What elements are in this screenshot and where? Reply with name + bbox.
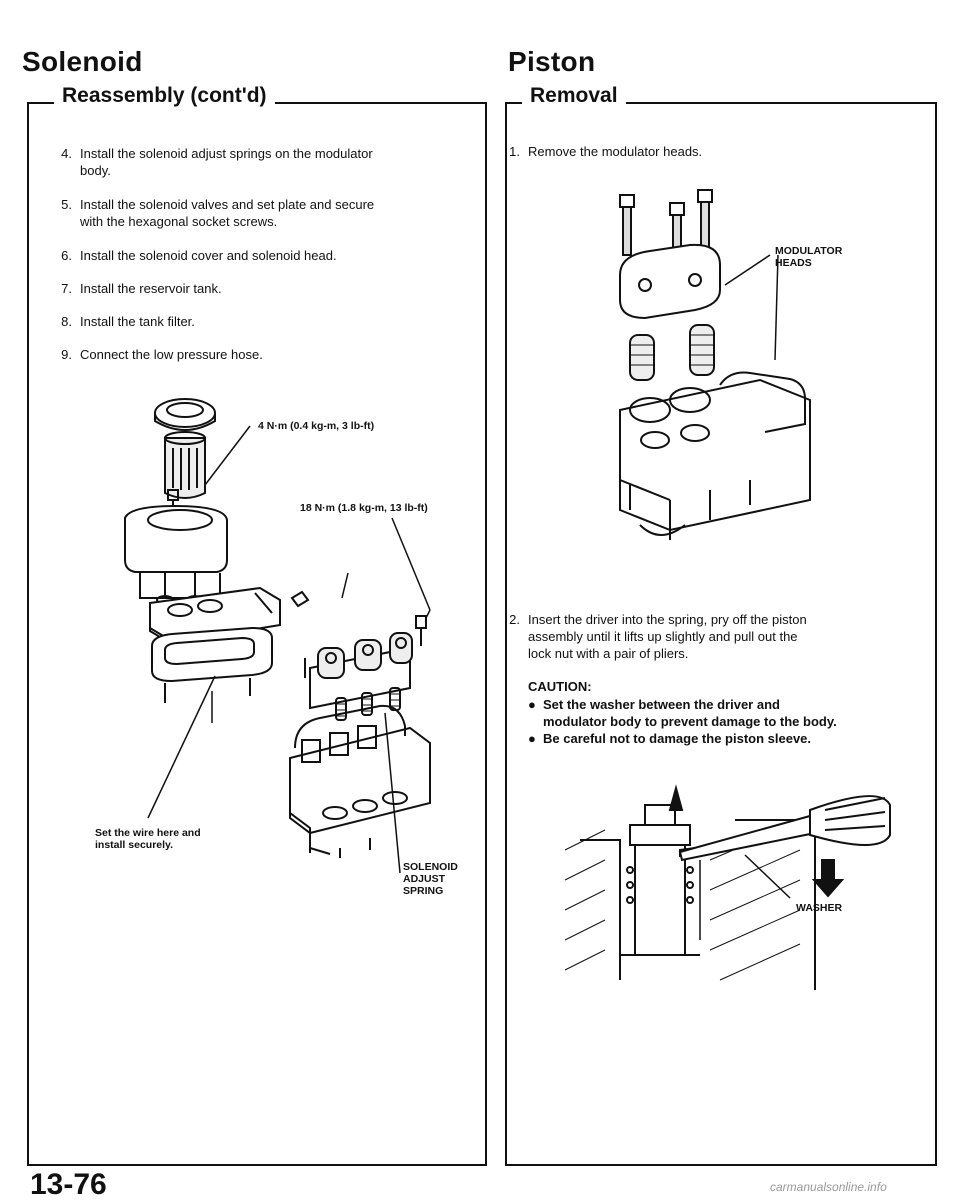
right-frame bbox=[505, 102, 937, 1166]
tank-filter-icon bbox=[164, 431, 206, 499]
modulator-body-icon bbox=[619, 371, 811, 540]
step-8: 8. Install the tank filter. bbox=[61, 314, 195, 329]
reservoir-tank-icon bbox=[124, 504, 228, 605]
bullet-icon: ● bbox=[528, 697, 536, 712]
callout-spring-line3: SPRING bbox=[403, 885, 444, 897]
piston-assembly-icon bbox=[619, 804, 701, 956]
callout-torque-large: 18 N·m (1.8 kg-m, 13 lb-ft) bbox=[300, 502, 428, 514]
modulator-heads-illustration bbox=[619, 189, 811, 540]
step-5: 5. Install the solenoid valves and set p… bbox=[61, 197, 375, 229]
piston-step-1: 1. Remove the modulator heads. bbox=[509, 144, 703, 159]
step-9: 9. Connect the low pressure hose. bbox=[61, 347, 263, 362]
piston-step-2: 2. Insert the driver into the spring, pr… bbox=[509, 612, 807, 661]
callout-wire-line2: install securely. bbox=[95, 839, 174, 851]
step-7: 7. Install the reservoir tank. bbox=[61, 281, 222, 296]
callout-washer: WASHER bbox=[796, 902, 843, 914]
caution-block: CAUTION: ● Set the washer between the dr… bbox=[528, 679, 837, 746]
reservoir-cap-icon bbox=[154, 398, 216, 431]
modulator-head-icon bbox=[619, 243, 721, 320]
callout-heads-line2: HEADS bbox=[775, 257, 812, 269]
page-number: 13-76 bbox=[30, 1168, 107, 1201]
piston-removal-illustration bbox=[564, 784, 891, 990]
modulator-body-icon bbox=[289, 704, 431, 858]
solenoid-reassembly-illustration bbox=[124, 398, 431, 874]
solenoid-valves-icon bbox=[304, 632, 413, 710]
step-6: 6. Install the solenoid cover and soleno… bbox=[61, 248, 337, 263]
right-section-heading: Removal bbox=[522, 84, 626, 108]
springs-icon bbox=[629, 324, 715, 381]
right-page-title: Piston bbox=[508, 46, 596, 77]
solenoid-cover-icon bbox=[151, 626, 273, 703]
left-section-heading: Reassembly (cont'd) bbox=[54, 84, 275, 108]
hexagonal-socket-screw-icon bbox=[415, 615, 427, 646]
callout-heads-line1: MODULATOR bbox=[775, 245, 843, 257]
bullet-icon: ● bbox=[528, 731, 536, 746]
arrow-down-icon bbox=[811, 859, 845, 898]
arrow-up-icon bbox=[668, 784, 684, 811]
callout-spring-line1: SOLENOID bbox=[403, 861, 458, 873]
callout-wire-line1: Set the wire here and bbox=[95, 827, 201, 839]
bolt-icon bbox=[290, 590, 310, 608]
solenoid-adjust-springs-icon bbox=[335, 687, 401, 721]
callout-torque-small: 4 N·m (0.4 kg-m, 3 lb-ft) bbox=[258, 420, 375, 432]
callout-spring-line2: ADJUST bbox=[403, 873, 446, 885]
step-4: 4. Install the solenoid adjust springs o… bbox=[61, 146, 373, 178]
left-page-title: Solenoid bbox=[22, 46, 143, 77]
watermark: carmanualsonline.info bbox=[770, 1180, 887, 1194]
driver-icon bbox=[678, 795, 891, 862]
